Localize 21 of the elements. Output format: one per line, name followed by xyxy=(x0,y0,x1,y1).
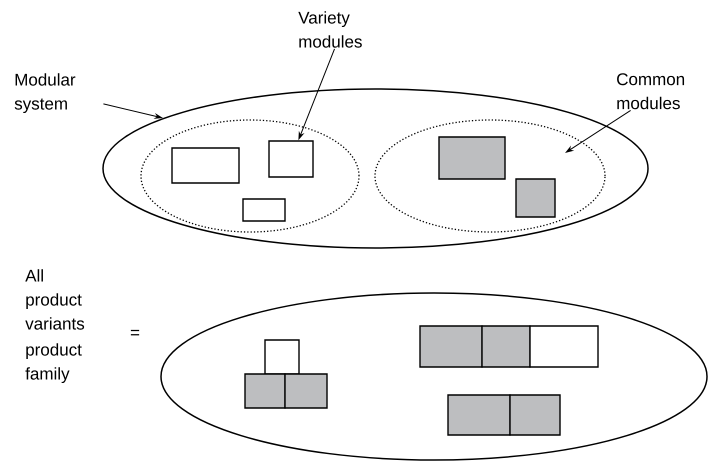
module-box xyxy=(264,339,300,375)
shaded-module-box xyxy=(509,394,561,436)
shaded-module-box xyxy=(244,373,286,409)
label-text: Variety modules xyxy=(298,11,362,48)
shaded-module-box xyxy=(438,136,506,180)
side-label: = xyxy=(130,330,140,336)
module-box xyxy=(529,325,599,368)
ellipse-outline xyxy=(160,292,708,461)
shaded-module-box xyxy=(284,373,328,409)
label-text: Modular system xyxy=(14,73,76,114)
label-text: Common modules xyxy=(617,73,684,110)
module-box xyxy=(171,147,240,184)
dotted-ellipse xyxy=(374,119,606,233)
shaded-module-box xyxy=(481,325,531,368)
dotted-ellipse xyxy=(140,119,360,233)
shaded-module-box xyxy=(419,325,483,368)
side-label: product family xyxy=(25,343,82,384)
shaded-module-box xyxy=(447,394,511,436)
shaded-module-box xyxy=(515,178,556,218)
module-box xyxy=(242,198,286,222)
module-box xyxy=(268,140,314,178)
